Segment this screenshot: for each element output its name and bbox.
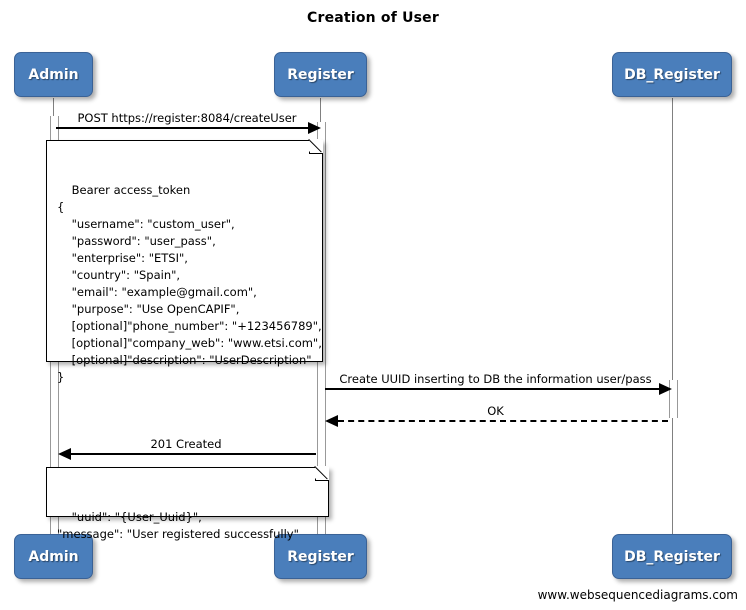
message-line-m1 (56, 127, 314, 129)
note-text: Bearer access_token { "username": "custo… (57, 183, 322, 384)
message-label-m3: OK (487, 404, 504, 418)
actor-box-db-register-bottom[interactable]: DB_Register (612, 534, 732, 579)
message-line-m2 (325, 388, 665, 390)
actor-box-admin-top[interactable]: Admin (14, 52, 93, 97)
message-label-m4: 201 Created (150, 437, 222, 451)
actor-box-register-bottom[interactable]: Register (274, 534, 367, 579)
page-title: Creation of User (307, 10, 439, 26)
note-request-payload: Bearer access_token { "username": "custo… (46, 139, 323, 384)
message-line-m4 (71, 453, 316, 455)
message-arrowhead-m4 (58, 448, 71, 460)
actor-box-admin-bottom[interactable]: Admin (14, 534, 93, 579)
message-label-m1: POST https://register:8084/createUser (77, 111, 297, 125)
note-dogear-icon (309, 139, 323, 154)
message-arrowhead-m3 (325, 415, 338, 427)
actor-label: Admin (28, 66, 79, 83)
message-label-m2: Create UUID inserting to DB the informat… (339, 372, 652, 386)
lifeline-db-register (672, 98, 673, 535)
actor-label: Register (287, 548, 354, 565)
actor-label: Register (287, 66, 354, 83)
actor-box-db-register-top[interactable]: DB_Register (612, 52, 732, 97)
activation-bar-db-register (669, 380, 678, 418)
note-text: "uuid": "{User_Uuid}", "message": "User … (57, 510, 299, 541)
footer-watermark: www.websequencediagrams.com (537, 588, 738, 602)
note-response-payload: "uuid": "{User_Uuid}", "message": "User … (46, 466, 329, 541)
actor-label: Admin (28, 548, 79, 565)
note-dogear-icon (315, 466, 329, 481)
actor-label: DB_Register (624, 548, 720, 565)
message-line-m3 (338, 420, 668, 422)
actor-box-register-top[interactable]: Register (274, 52, 367, 97)
message-arrowhead-m2 (659, 383, 672, 395)
message-arrowhead-m1 (308, 122, 321, 134)
actor-label: DB_Register (624, 66, 720, 83)
